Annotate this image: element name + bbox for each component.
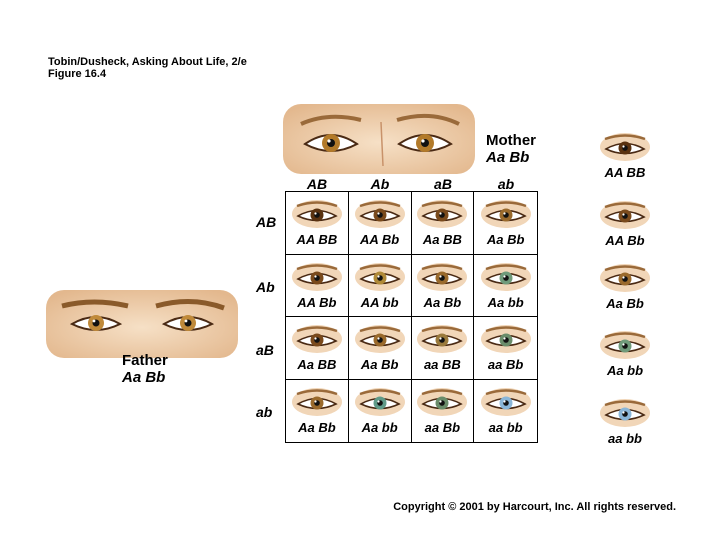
phenotype-item: AA Bb [593, 200, 657, 248]
offspring-genotype: AA Bb [360, 232, 400, 247]
row-allele-4: ab [256, 404, 273, 420]
eye-icon [354, 325, 405, 353]
offspring-genotype: Aa bb [361, 419, 398, 435]
eye-icon [480, 262, 531, 291]
punnett-cell: Aa bb [474, 255, 537, 317]
column-allele-4: ab [497, 176, 515, 192]
punnett-cell: AA Bb [348, 192, 412, 255]
offspring-genotype: Aa Bb [360, 357, 399, 372]
eye-icon [600, 399, 650, 427]
offspring-genotype: Aa Bb [298, 419, 336, 435]
punnett-cell: aa Bb [474, 317, 537, 380]
copyright-notice: Copyright © 2001 by Harcourt, Inc. All r… [393, 501, 676, 513]
phenotype-genotype: AA BB [604, 165, 646, 180]
father-right-eye-icon [161, 315, 215, 331]
eye-icon [417, 325, 468, 353]
mother-genotype: Aa Bb [486, 149, 530, 166]
figure-number: Figure 16.4 [48, 68, 107, 80]
column-allele-3: aB [434, 176, 452, 192]
father-left-eye-icon [69, 315, 123, 331]
phenotype-item: AA BB [593, 132, 657, 180]
column-allele-1: AB [306, 176, 328, 192]
mother-left-eye-icon [303, 134, 359, 152]
eye-icon [291, 387, 342, 416]
punnett-cell: AA Bb [286, 254, 349, 317]
eye-icon [354, 200, 405, 228]
offspring-genotype: aa bb [488, 419, 523, 435]
mother-label: Mother [486, 132, 536, 149]
punnett-cell: Aa BB [411, 192, 475, 255]
offspring-genotype: AA Bb [297, 294, 337, 310]
punnett-cell: Aa BB [286, 317, 349, 380]
punnett-square: AA BB AA Bb Aa BB Aa Bb AA Bb AA bb Aa Bb Aa bb… [285, 191, 538, 443]
punnett-cell: AA BB [286, 192, 349, 255]
phenotype-item: Aa bb [593, 330, 657, 378]
eye-icon [291, 325, 342, 353]
offspring-genotype: AA BB [296, 232, 338, 247]
phenotype-genotype: aa bb [608, 431, 642, 446]
row-allele-2: Ab [256, 279, 275, 295]
eye-icon [480, 325, 531, 353]
phenotype-genotype: Aa Bb [606, 296, 644, 311]
eye-icon [354, 262, 405, 291]
mother-right-eye-icon [397, 134, 453, 152]
eye-icon [600, 264, 650, 292]
eye-icon [600, 331, 650, 359]
phenotype-item: aa bb [593, 398, 657, 446]
punnett-cell: AA bb [348, 254, 412, 317]
punnett-cell: Aa bb [349, 379, 412, 442]
eye-icon [417, 262, 468, 291]
eye-icon [291, 200, 342, 228]
punnett-cell: Aa Bb [348, 317, 412, 380]
eye-icon [600, 133, 650, 161]
punnett-cell: Aa Bb [411, 254, 475, 317]
mother-eyes-image [283, 104, 475, 174]
father-label: Father [122, 352, 168, 369]
punnett-cell: Aa Bb [474, 192, 537, 255]
eye-icon [480, 200, 531, 228]
phenotype-genotype: AA Bb [605, 233, 645, 248]
row-allele-1: AB [256, 214, 277, 230]
row-allele-3: aB [256, 342, 274, 358]
offspring-genotype: Aa Bb [486, 232, 525, 247]
father-genotype: Aa Bb [122, 369, 166, 386]
offspring-genotype: Aa bb [487, 294, 524, 310]
punnett-cell: aa BB [411, 317, 475, 380]
offspring-genotype: aa Bb [424, 419, 461, 435]
punnett-cell: aa Bb [412, 379, 475, 442]
punnett-cell: Aa Bb [286, 379, 349, 442]
eye-icon [600, 201, 650, 229]
eye-icon [417, 387, 468, 416]
offspring-genotype: aa Bb [487, 357, 524, 372]
column-allele-2: Ab [370, 176, 390, 192]
figure-source: Tobin/Dusheck, Asking About Life, 2/e [48, 56, 247, 68]
phenotype-genotype: Aa bb [606, 363, 644, 378]
offspring-genotype: Aa Bb [423, 294, 462, 310]
offspring-genotype: Aa BB [422, 232, 462, 247]
offspring-genotype: aa BB [423, 357, 461, 372]
offspring-genotype: AA bb [360, 294, 399, 310]
father-eyes-image [46, 290, 238, 358]
punnett-cell: aa bb [474, 380, 537, 443]
offspring-genotype: Aa BB [297, 357, 337, 372]
eye-icon [291, 262, 342, 291]
eye-icon [480, 387, 531, 416]
eye-icon [354, 387, 405, 416]
phenotype-item: Aa Bb [593, 263, 657, 311]
eye-icon [417, 200, 468, 228]
